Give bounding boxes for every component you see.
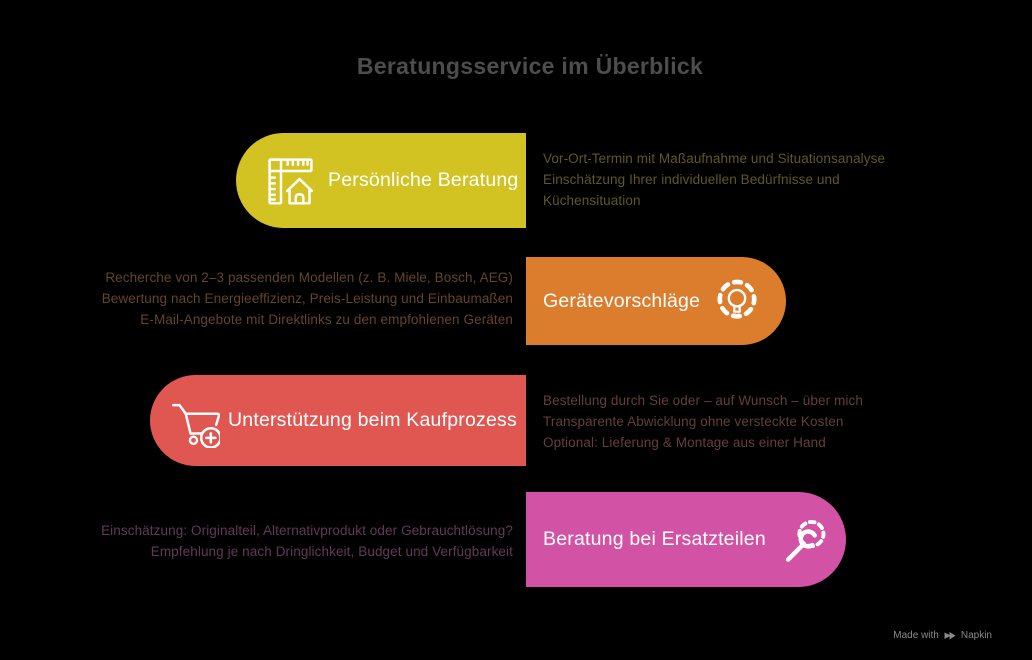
block-persoenliche-beratung: Persönliche Beratung	[236, 133, 526, 228]
block-description: Einschätzung: Originalteil, Alternativpr…	[101, 520, 513, 562]
brand-text: Napkin	[960, 630, 992, 641]
description-line: Optional: Lieferung & Montage aus einer …	[543, 435, 826, 450]
description-line: Bestellung durch Sie oder – auf Wunsch –…	[543, 393, 863, 408]
block-beratung-ersatzteile: Beratung bei Ersatzteilen	[526, 492, 846, 587]
description-line: Transparente Abwicklung ohne versteckte …	[543, 414, 844, 429]
block-description: Bestellung durch Sie oder – auf Wunsch –…	[543, 390, 863, 453]
block-geraetevorschlaege: Gerätevorschläge	[526, 257, 786, 345]
description-line: Einschätzung Ihrer individuellen Bedürfn…	[543, 172, 840, 187]
description-line: Vor-Ort-Termin mit Maßaufnahme und Situa…	[543, 151, 886, 166]
block-description: Recherche von 2–3 passenden Modellen (z.…	[102, 267, 513, 330]
description-line: Empfehlung je nach Dringlichkeit, Budget…	[150, 544, 513, 559]
block-label: Unterstützung beim Kaufprozess	[228, 409, 517, 431]
description-line: Einschätzung: Originalteil, Alternativpr…	[101, 523, 513, 538]
block-unterstuetzung-kaufprozess: Unterstützung beim Kaufprozess	[150, 375, 526, 466]
cart-plus-icon	[171, 403, 220, 448]
block-label: Gerätevorschläge	[543, 289, 701, 312]
ruler-house-icon	[268, 158, 314, 205]
wrench-gear-icon	[785, 519, 826, 562]
description-line: Bewertung nach Energieeffizienz, Preis-L…	[101, 291, 513, 306]
gear-lightbulb-icon	[717, 279, 757, 319]
block-label: Persönliche Beratung	[328, 169, 519, 191]
napkin-logo-icon	[944, 631, 956, 639]
block-description: Vor-Ort-Termin mit Maßaufnahme und Situa…	[543, 148, 885, 211]
made-with-text: Made with	[893, 630, 939, 641]
description-line: Recherche von 2–3 passenden Modellen (z.…	[105, 270, 513, 285]
napkin-attribution: Made with Napkin	[893, 630, 992, 641]
page-title: Beratungsservice im Überblick	[356, 53, 704, 79]
description-line: E-Mail-Angebote mit Direktlinks zu den e…	[140, 312, 513, 327]
description-line: Küchensituation	[543, 193, 641, 208]
block-label: Beratung bei Ersatzteilen	[543, 528, 766, 550]
